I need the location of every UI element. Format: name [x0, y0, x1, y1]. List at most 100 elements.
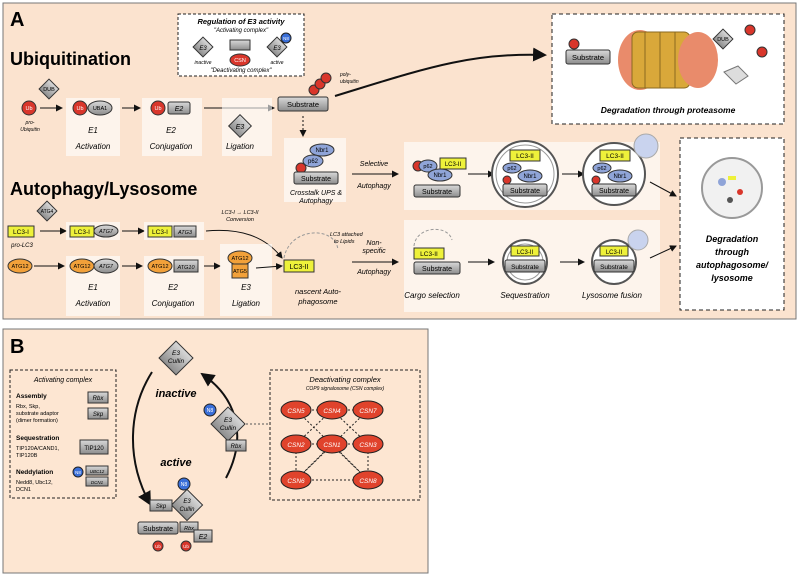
atg10-label: ATG10 [176, 265, 195, 271]
crosstalk-2: Autophagy [298, 198, 333, 205]
neddylation-label: Neddylation [16, 469, 53, 476]
nbr1-selective-2: Nbr1 [523, 174, 537, 180]
e2-box-label: E2 [175, 106, 184, 113]
lc3-ii-sequestration: LC3-II [517, 250, 534, 256]
sequestration-b-label: Sequestration [16, 435, 59, 442]
p62-selective-3: p62 [597, 166, 606, 172]
nbr1-crosstalk: Nbr1 [315, 148, 329, 154]
proteasome-icon [618, 30, 718, 90]
activation-label: Activation [75, 142, 111, 151]
atg5-label: ATG5 [233, 269, 247, 275]
activating-complex-box: Activating complex Assembly Rbx, Skp, su… [9, 369, 117, 499]
atg12-pro: ATG12 [11, 264, 28, 270]
deactivating-complex-box: Deactivating complex COP9 signalosome (C… [269, 369, 421, 501]
ubiquitination-row: DUB Ub pro- Ubiquitin Ub UBA1 E1 Activat… [20, 47, 547, 156]
panel-b-letter: B [10, 336, 24, 358]
pro-ubiquitin-1: pro- [25, 120, 35, 126]
degradation-auto-2: through [715, 247, 749, 257]
nonspecific-3: Autophagy [356, 269, 391, 276]
substrate-active: Substrate [143, 526, 173, 533]
lc3-ii-selective-1: LC3-II [445, 162, 462, 168]
atg12-e3: ATG12 [231, 256, 248, 262]
substrate-fusion: Substrate [600, 264, 628, 271]
nbr1-selective-1: Nbr1 [433, 173, 447, 179]
n8-active: N8 [181, 482, 188, 488]
cullin-inactive-b: Cullin [168, 358, 185, 365]
degradation-auto-3: autophagosome/ [696, 260, 770, 270]
nbr1-selective-3: Nbr1 [613, 174, 627, 180]
panel-a-letter: A [10, 9, 24, 31]
lc3-i-e1: LC3-I [74, 229, 90, 236]
seq-d2: TIP120B [16, 453, 38, 459]
lc3-row: ATG4 LC3-I pro-LC3 LC3-I ATG7 LC3-I ATG3… [7, 200, 283, 259]
ub-e1: Ub [76, 106, 83, 112]
csn8-node: CSN8 [359, 478, 377, 485]
inactive-e3: E3 Cullin inactive [156, 340, 197, 400]
substrate-selective-3: Substrate [599, 188, 629, 195]
atg12-e1: ATG12 [73, 264, 90, 270]
e3-ligation-label: E3 [236, 124, 245, 131]
atg7-atg12: ATG7 [98, 264, 114, 270]
conjugation-label: Conjugation [150, 142, 193, 151]
rbx-activating: Rbx [93, 396, 105, 402]
p62-crosstalk: p62 [308, 159, 319, 165]
csn2-node: CSN2 [287, 442, 305, 449]
activating-complex-label: "Activating complex" [214, 28, 269, 34]
selective-2: Autophagy [356, 183, 391, 190]
cullin-active-b: Cullin [179, 507, 195, 513]
ned-d1: Nedd8, Ubc12, [16, 480, 53, 486]
e3-neddylated-center: N8 E3 Cullin Rbx [203, 403, 268, 452]
panel-a: A Ubiquitination Autophagy/Lysosome Regu… [2, 2, 797, 320]
csn6-node: CSN6 [287, 478, 305, 485]
selective-1: Selective [360, 161, 389, 168]
ned-d2: DCN1 [16, 487, 31, 493]
degradation-auto-4: lysosome [711, 273, 753, 283]
assembly-d3: (dimer formation) [16, 418, 58, 424]
e3-regulation-title: Regulation of E3 activity [197, 17, 285, 26]
crosstalk-1: Crosstalk UPS & [290, 190, 342, 197]
skp-activating: Skp [93, 412, 104, 418]
lc3-ii-selective-3: LC3-II [606, 153, 624, 160]
pro-ubiquitin-2: Ubiquitin [20, 127, 40, 133]
e2-autophagy: E2 [168, 283, 178, 292]
e2-label: E2 [166, 126, 176, 135]
assembly-label: Assembly [16, 393, 47, 400]
inactive-b-label: inactive [156, 388, 197, 400]
assembly-d1: Rbx, Skp, [16, 404, 40, 410]
active-label: active [270, 60, 283, 66]
n8-label: N8 [283, 36, 289, 41]
rbx-active: Rbx [184, 526, 194, 532]
e3-inactive-b: E3 [172, 350, 180, 357]
substrate-ub: Substrate [287, 100, 319, 109]
proteasome-box: Substrate DUB Degradation through protea… [551, 13, 785, 125]
lc3-ii-nascent: LC3-II [289, 264, 308, 271]
lc3-ii-fusion: LC3-II [606, 250, 623, 256]
csn-label: CSN [234, 58, 246, 64]
ub-active-2: Ub [183, 544, 189, 549]
atg12-row: ATG12 ATG12 ATG7 E1 Activation ATG12 ATG… [7, 244, 283, 316]
dcn1-label: DCN1 [91, 480, 104, 485]
cullin-center: Cullin [220, 425, 237, 432]
csn5-node: CSN5 [287, 408, 305, 415]
substrate-cargo: Substrate [422, 266, 452, 273]
p62-selective: p62 [423, 164, 432, 170]
e1-label: E1 [88, 126, 98, 135]
lc3-conversion-2: Conversion [226, 217, 254, 223]
n8-activating: N8 [75, 470, 81, 475]
activation-autophagy: Activation [75, 299, 111, 308]
poly-ubiquitin-1: poly- [339, 72, 351, 78]
poly-ubiquitin-2: ubiquitin [340, 79, 359, 85]
nonspecific-row: LC3-II Substrate Cargo selection LC3-II … [404, 220, 660, 312]
skp-active: Skp [156, 504, 167, 510]
substrate-proteasome: Substrate [572, 53, 604, 62]
p62-selective-2: p62 [507, 166, 516, 172]
atg3-label: ATG3 [177, 230, 193, 236]
ligation-autophagy: Ligation [232, 299, 261, 308]
e3-inactive-label: E3 [199, 46, 207, 52]
degradation-auto-1: Degradation [706, 234, 759, 244]
panel-b: B Activating complex Assembly Rbx, Skp, … [2, 328, 429, 574]
ubiquitination-title: Ubiquitination [10, 49, 131, 69]
e3-center: E3 [224, 417, 232, 424]
n8-center: N8 [207, 408, 214, 414]
e3-active-b: E3 [183, 499, 191, 505]
